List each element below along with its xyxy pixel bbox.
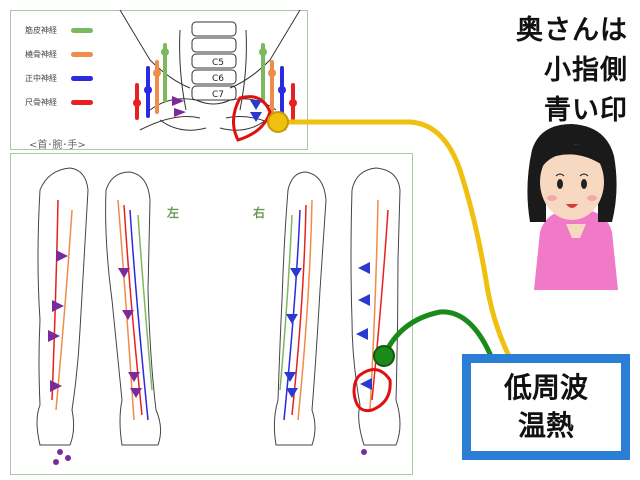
neck-treatment-markers [172, 96, 262, 122]
title-line-3: 青い印 [544, 95, 628, 126]
legend-label: 筋皮神経 [25, 25, 57, 35]
connector-node-wrist [373, 345, 395, 367]
vertebra-label-c5: C5 [212, 58, 225, 68]
treatment-box: 低周波 温熱 [462, 354, 630, 460]
vertebra-label-c6: C6 [212, 74, 225, 84]
title-line-2: 小指側 [544, 55, 628, 86]
left-side-label: 左 [167, 206, 180, 220]
legend-item-radial: 橈骨神経 [25, 47, 93, 61]
treatment-line-2: 温熱 [517, 409, 574, 442]
legend-swatch-green [71, 27, 93, 33]
legend-item-median: 正中神経 [25, 71, 93, 85]
connector-wrist-to-box [381, 309, 493, 359]
legend-swatch-blue [71, 75, 93, 81]
title-line-1: 奥さんは [516, 15, 628, 46]
neck-nerve-bars [133, 43, 297, 120]
legend-item-ulnar: 尺骨神経 [25, 95, 93, 109]
fingertip-dots [53, 449, 367, 465]
right-side-label: 右 [253, 206, 266, 220]
connector-node-neck [267, 111, 289, 133]
legend-swatch-orange [71, 51, 93, 57]
arm-nerve-lines [51, 199, 389, 421]
treatment-box-inner: 低周波 温熱 [471, 363, 621, 451]
legend-label: 尺骨神経 [25, 97, 57, 107]
wrist-highlight-circle [352, 368, 392, 413]
arm-treatment-markers [48, 250, 372, 398]
treatment-line-1: 低周波 [503, 371, 588, 404]
legend-label: 正中神経 [25, 73, 57, 83]
neck-diagram-panel: 筋皮神経 橈骨神経 正中神経 尺骨神経 <首･腕･手> C5 C6 C7 [10, 10, 308, 151]
connector-neck-to-box [275, 119, 511, 357]
neck-caption: <首･腕･手> [29, 140, 86, 151]
arm-diagram-panel: 左 右 [10, 153, 413, 475]
arm-outlines [36, 167, 401, 446]
vertebra-label-c7: C7 [212, 90, 225, 100]
legend-item-musculocutaneous: 筋皮神経 [25, 23, 93, 37]
neck-highlight-circle [232, 95, 272, 142]
woman-illustration [527, 124, 618, 290]
legend-label: 橈骨神経 [25, 49, 57, 59]
legend-swatch-red [71, 99, 93, 105]
